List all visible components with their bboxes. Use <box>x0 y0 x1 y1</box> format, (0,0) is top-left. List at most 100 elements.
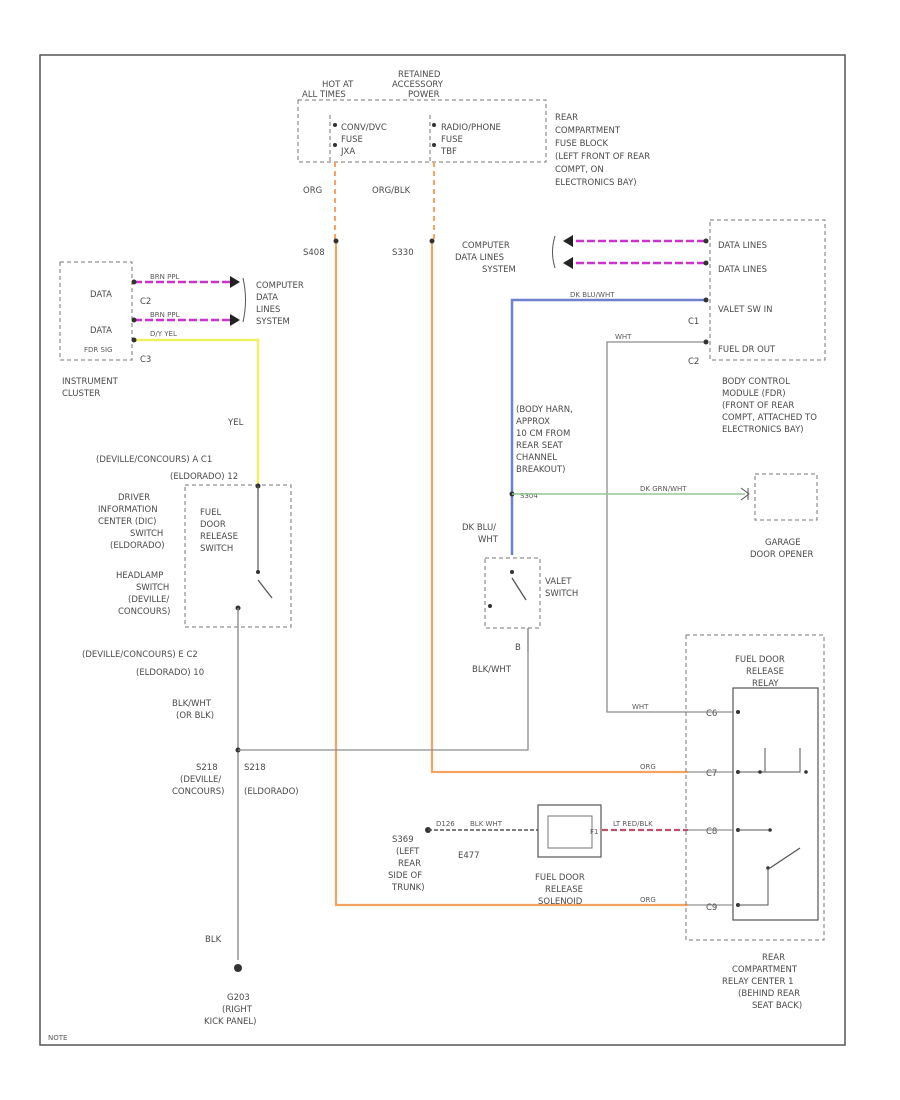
fuse1-label-2: FUSE <box>341 135 363 145</box>
s218-deville-2: (DEVILLE/ <box>180 775 221 785</box>
solenoid-splice-3: REAR <box>398 859 421 869</box>
cluster-fdr: FDR SIG <box>84 346 112 354</box>
switch-label-5: (ELDORADO) <box>110 541 165 551</box>
bcm-computer-2: DATA LINES <box>455 253 504 263</box>
solenoid-name-3: SOLENOID <box>538 897 583 907</box>
bcm-computer-3: SYSTEM <box>482 265 516 275</box>
s218-eldorado-2: (ELDORADO) <box>244 787 299 797</box>
relay-wire-org1: ORG <box>640 763 656 771</box>
bcm-data1: DATA LINES <box>718 241 767 251</box>
fuse-block-loc-1: REAR <box>555 113 578 123</box>
harness-2: APPROX <box>516 417 550 427</box>
wire-org-label: ORG <box>303 186 322 196</box>
splice-s304: S304 <box>520 492 538 500</box>
harness-5: CHANNEL <box>516 453 557 463</box>
switch-fuel-2: DOOR <box>200 520 226 530</box>
switch-deville-bottom: (DEVILLE/CONCOURS) E C2 <box>82 650 198 660</box>
relay-loc-2: COMPARTMENT <box>732 965 798 975</box>
cluster-data2: DATA <box>90 326 112 336</box>
relay-loc-5: SEAT BACK) <box>752 1001 802 1011</box>
relay-name-3: RELAY <box>752 679 779 689</box>
cluster-pin-c2: C2 <box>140 297 151 307</box>
bcm-name-3: (FRONT OF REAR <box>722 401 794 411</box>
switch-label-1: DRIVER <box>118 493 150 503</box>
s218-deville-3: CONCOURS) <box>172 787 224 797</box>
garage-name-1: GARAGE <box>765 538 801 548</box>
relay-pin-c6: C6 <box>706 709 717 719</box>
harness-note: (BODY HARN, APPROX 10 CM FROM REAR SEAT … <box>516 405 573 475</box>
solenoid-splice-2: (LEFT <box>396 847 420 857</box>
cluster-wire-top: BRN PPL <box>150 273 180 281</box>
valet-name-1: VALET <box>545 577 572 587</box>
bcm-name-1: BODY CONTROL <box>722 377 790 387</box>
relay-loc-4: (BEHIND REAR <box>738 989 800 999</box>
retained-label-2: ACCESSORY <box>392 80 444 90</box>
retained-label-1: RETAINED <box>398 70 441 80</box>
switch-label2-1: HEADLAMP <box>116 571 163 581</box>
relay-name-1: FUEL DOOR <box>735 655 785 665</box>
switch-eldorado-top: (ELDORADO) 12 <box>170 472 238 482</box>
footer-note: NOTE <box>48 1034 67 1042</box>
ground-blk: BLK <box>205 935 222 945</box>
solenoid-name-2: RELEASE <box>545 885 583 895</box>
g203-1: G203 <box>227 993 250 1003</box>
switch-label2-2: SWITCH <box>136 583 169 593</box>
bcm-name-5: ELECTRONICS BAY) <box>722 425 804 435</box>
fuse-block-loc-5: COMPT, ON <box>555 165 604 175</box>
hot-at-label-1: HOT AT <box>322 80 354 90</box>
relay-loc-3: RELAY CENTER 1 <box>722 977 794 987</box>
cluster-wire-mid: BRN PPL <box>150 311 180 319</box>
body-control-module: DATA LINES DATA LINES VALET SW IN FUEL D… <box>455 219 826 713</box>
solenoid-num: E477 <box>458 851 480 861</box>
switch-fuel-3: RELEASE <box>200 532 238 542</box>
fuse-block-loc-4: (LEFT FRONT OF REAR <box>555 152 650 162</box>
fuel-door-release-relay: FUEL DOOR RELEASE RELAY C6 C7 C8 C9 WHT … <box>632 634 825 1011</box>
bcm-name-2: MODULE (FDR) <box>722 389 786 399</box>
switch-fuel-4: SWITCH <box>200 544 233 554</box>
solenoid-pin: F1 <box>590 828 598 836</box>
diagram-border <box>39 54 846 1046</box>
hot-at-label-2: ALL TIMES <box>302 90 346 100</box>
splice-s408: S408 <box>303 248 325 258</box>
valet-wire-bottom: BLK/WHT <box>472 665 512 675</box>
bcm-fuel: FUEL DR OUT <box>718 345 776 355</box>
cluster-pin-c3: C3 <box>140 355 151 365</box>
splice-s330: S330 <box>392 248 414 258</box>
switch-label-4: SWITCH <box>130 529 163 539</box>
s218-deville-1: S218 <box>196 763 218 773</box>
solenoid-name-1: FUEL DOOR <box>535 873 585 883</box>
fuse-block-loc-3: FUSE BLOCK <box>555 139 608 149</box>
solenoid-splice-1: S369 <box>392 835 414 845</box>
harness-1: (BODY HARN, <box>516 405 573 415</box>
wire-orgblk-label: ORG/BLK <box>372 186 411 196</box>
cluster-data1: DATA <box>90 290 112 300</box>
valet-name-2: SWITCH <box>545 589 578 599</box>
fuse-block-loc-2: COMPARTMENT <box>555 126 621 136</box>
fuse2-label-2: FUSE <box>441 135 463 145</box>
fuse-block-loc-6: ELECTRONICS BAY) <box>555 178 637 188</box>
g203-2: (RIGHT <box>222 1005 253 1015</box>
yel-wire-label: YEL <box>227 418 244 428</box>
switch-fuel-1: FUEL <box>200 508 221 518</box>
fuse1-label-3: JXA <box>340 147 355 157</box>
switch-eldorado-bottom: (ELDORADO) 10 <box>136 668 204 678</box>
cluster-wire-yel: D/Y YEL <box>150 330 177 338</box>
garage-name-2: DOOR OPENER <box>750 550 813 560</box>
rear-fuse-block: HOT AT ALL TIMES RETAINED ACCESSORY POWE… <box>297 70 650 188</box>
relay-loc-1: REAR <box>762 953 785 963</box>
bcm-valet: VALET SW IN <box>718 305 772 315</box>
solenoid-splice-4: SIDE OF <box>388 871 422 881</box>
fuel-door-release-solenoid: LT RED/BLK D126 BLK WHT F1 S369 (LEFT RE… <box>388 804 688 907</box>
switch-deville-top: (DEVILLE/CONCOURS) A C1 <box>96 455 212 465</box>
solenoid-splice-5: TRUNK) <box>391 883 425 893</box>
instrument-cluster: DATA DATA C2 C3 FDR SIG BRN PPL BRN PPL … <box>59 261 304 485</box>
harness-3: 10 CM FROM <box>516 429 570 439</box>
valet-pin: B <box>515 643 521 653</box>
relay-pin-c8: C8 <box>706 827 717 837</box>
switch-wire-2: (OR BLK) <box>176 711 214 721</box>
harness-4: REAR SEAT <box>516 441 564 451</box>
retained-label-3: POWER <box>408 90 440 100</box>
s218-eldorado-1: S218 <box>244 763 266 773</box>
cluster-name-2: CLUSTER <box>62 389 100 399</box>
bcm-name-4: COMPT, ATTACHED TO <box>722 413 817 423</box>
